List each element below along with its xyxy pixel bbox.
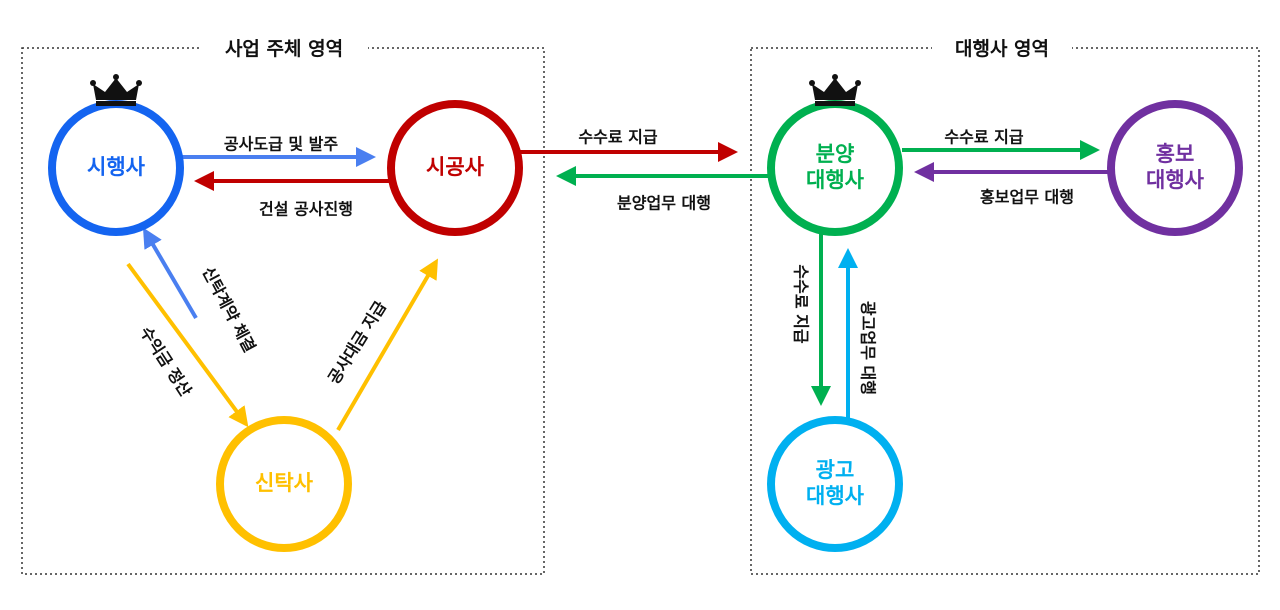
node-label: 신탁사 xyxy=(255,471,314,495)
edge-arrow xyxy=(336,258,439,432)
edge-label: 분양업무 대행 xyxy=(617,194,711,213)
node-label: 대행사 xyxy=(1146,168,1205,192)
agency-region: 대행사 영역 xyxy=(750,36,1260,575)
edge-sales-to-promo: 수수료 지급 xyxy=(902,128,1100,160)
edge-label: 수수료 지급 xyxy=(578,128,657,147)
edge-label: 수수료 지급 xyxy=(944,128,1023,147)
edge-label: 공사대금 지급 xyxy=(324,297,390,387)
crown-icon xyxy=(809,74,861,106)
node-label: 시공사 xyxy=(426,155,485,179)
edge-promo-to-sales: 홍보업무 대행 xyxy=(914,162,1110,207)
node-label: 광고 xyxy=(816,458,855,482)
edge-label: 홍보업무 대행 xyxy=(980,188,1074,207)
edge-sales-to-con: 분양업무 대행 xyxy=(556,166,770,213)
edge-label: 신탁계약 체결 xyxy=(198,264,259,356)
node-label: 분양 xyxy=(816,142,855,166)
edge-dev-to-con: 공사도급 및 발주 xyxy=(180,135,376,167)
node-label: 홍보 xyxy=(1156,142,1195,166)
edge-arrow xyxy=(142,227,198,320)
edge-trust-to-con: 공사대금 지급 xyxy=(324,258,439,432)
node-circle xyxy=(767,416,903,552)
node-label: 대행사 xyxy=(806,484,865,508)
business-region: 사업 주체 영역 xyxy=(21,36,545,575)
node-circle xyxy=(1107,100,1243,236)
node-trust: 신탁사 xyxy=(216,416,352,552)
edge-label: 수익금 정산 xyxy=(136,323,195,400)
crown-icon xyxy=(90,74,142,106)
edge-sales-to-ad: 수수료 지급 xyxy=(792,232,831,406)
node-contractor: 시공사 xyxy=(387,100,523,236)
edge-label: 공사도급 및 발주 xyxy=(224,135,338,154)
edge-label: 수수료 지급 xyxy=(792,264,811,343)
edge-con-to-dev: 건설 공사진행 xyxy=(194,171,390,219)
node-circle xyxy=(387,100,523,236)
edge-ad-to-sales: 광고업무 대행 xyxy=(838,248,878,420)
agency-region-border xyxy=(750,47,1260,575)
node-developer: 시행사 xyxy=(48,74,184,236)
node-label: 시행사 xyxy=(87,155,146,179)
node-label: 대행사 xyxy=(806,168,865,192)
edge-con-to-sales: 수수료 지급 xyxy=(520,128,738,162)
edge-label: 건설 공사진행 xyxy=(259,200,353,219)
node-circle xyxy=(216,416,352,552)
agency-region-title: 대행사 영역 xyxy=(955,38,1049,60)
edge-label: 광고업무 대행 xyxy=(859,301,878,395)
edge-arrow xyxy=(126,262,249,428)
business-region-title: 사업 주체 영역 xyxy=(225,38,343,60)
